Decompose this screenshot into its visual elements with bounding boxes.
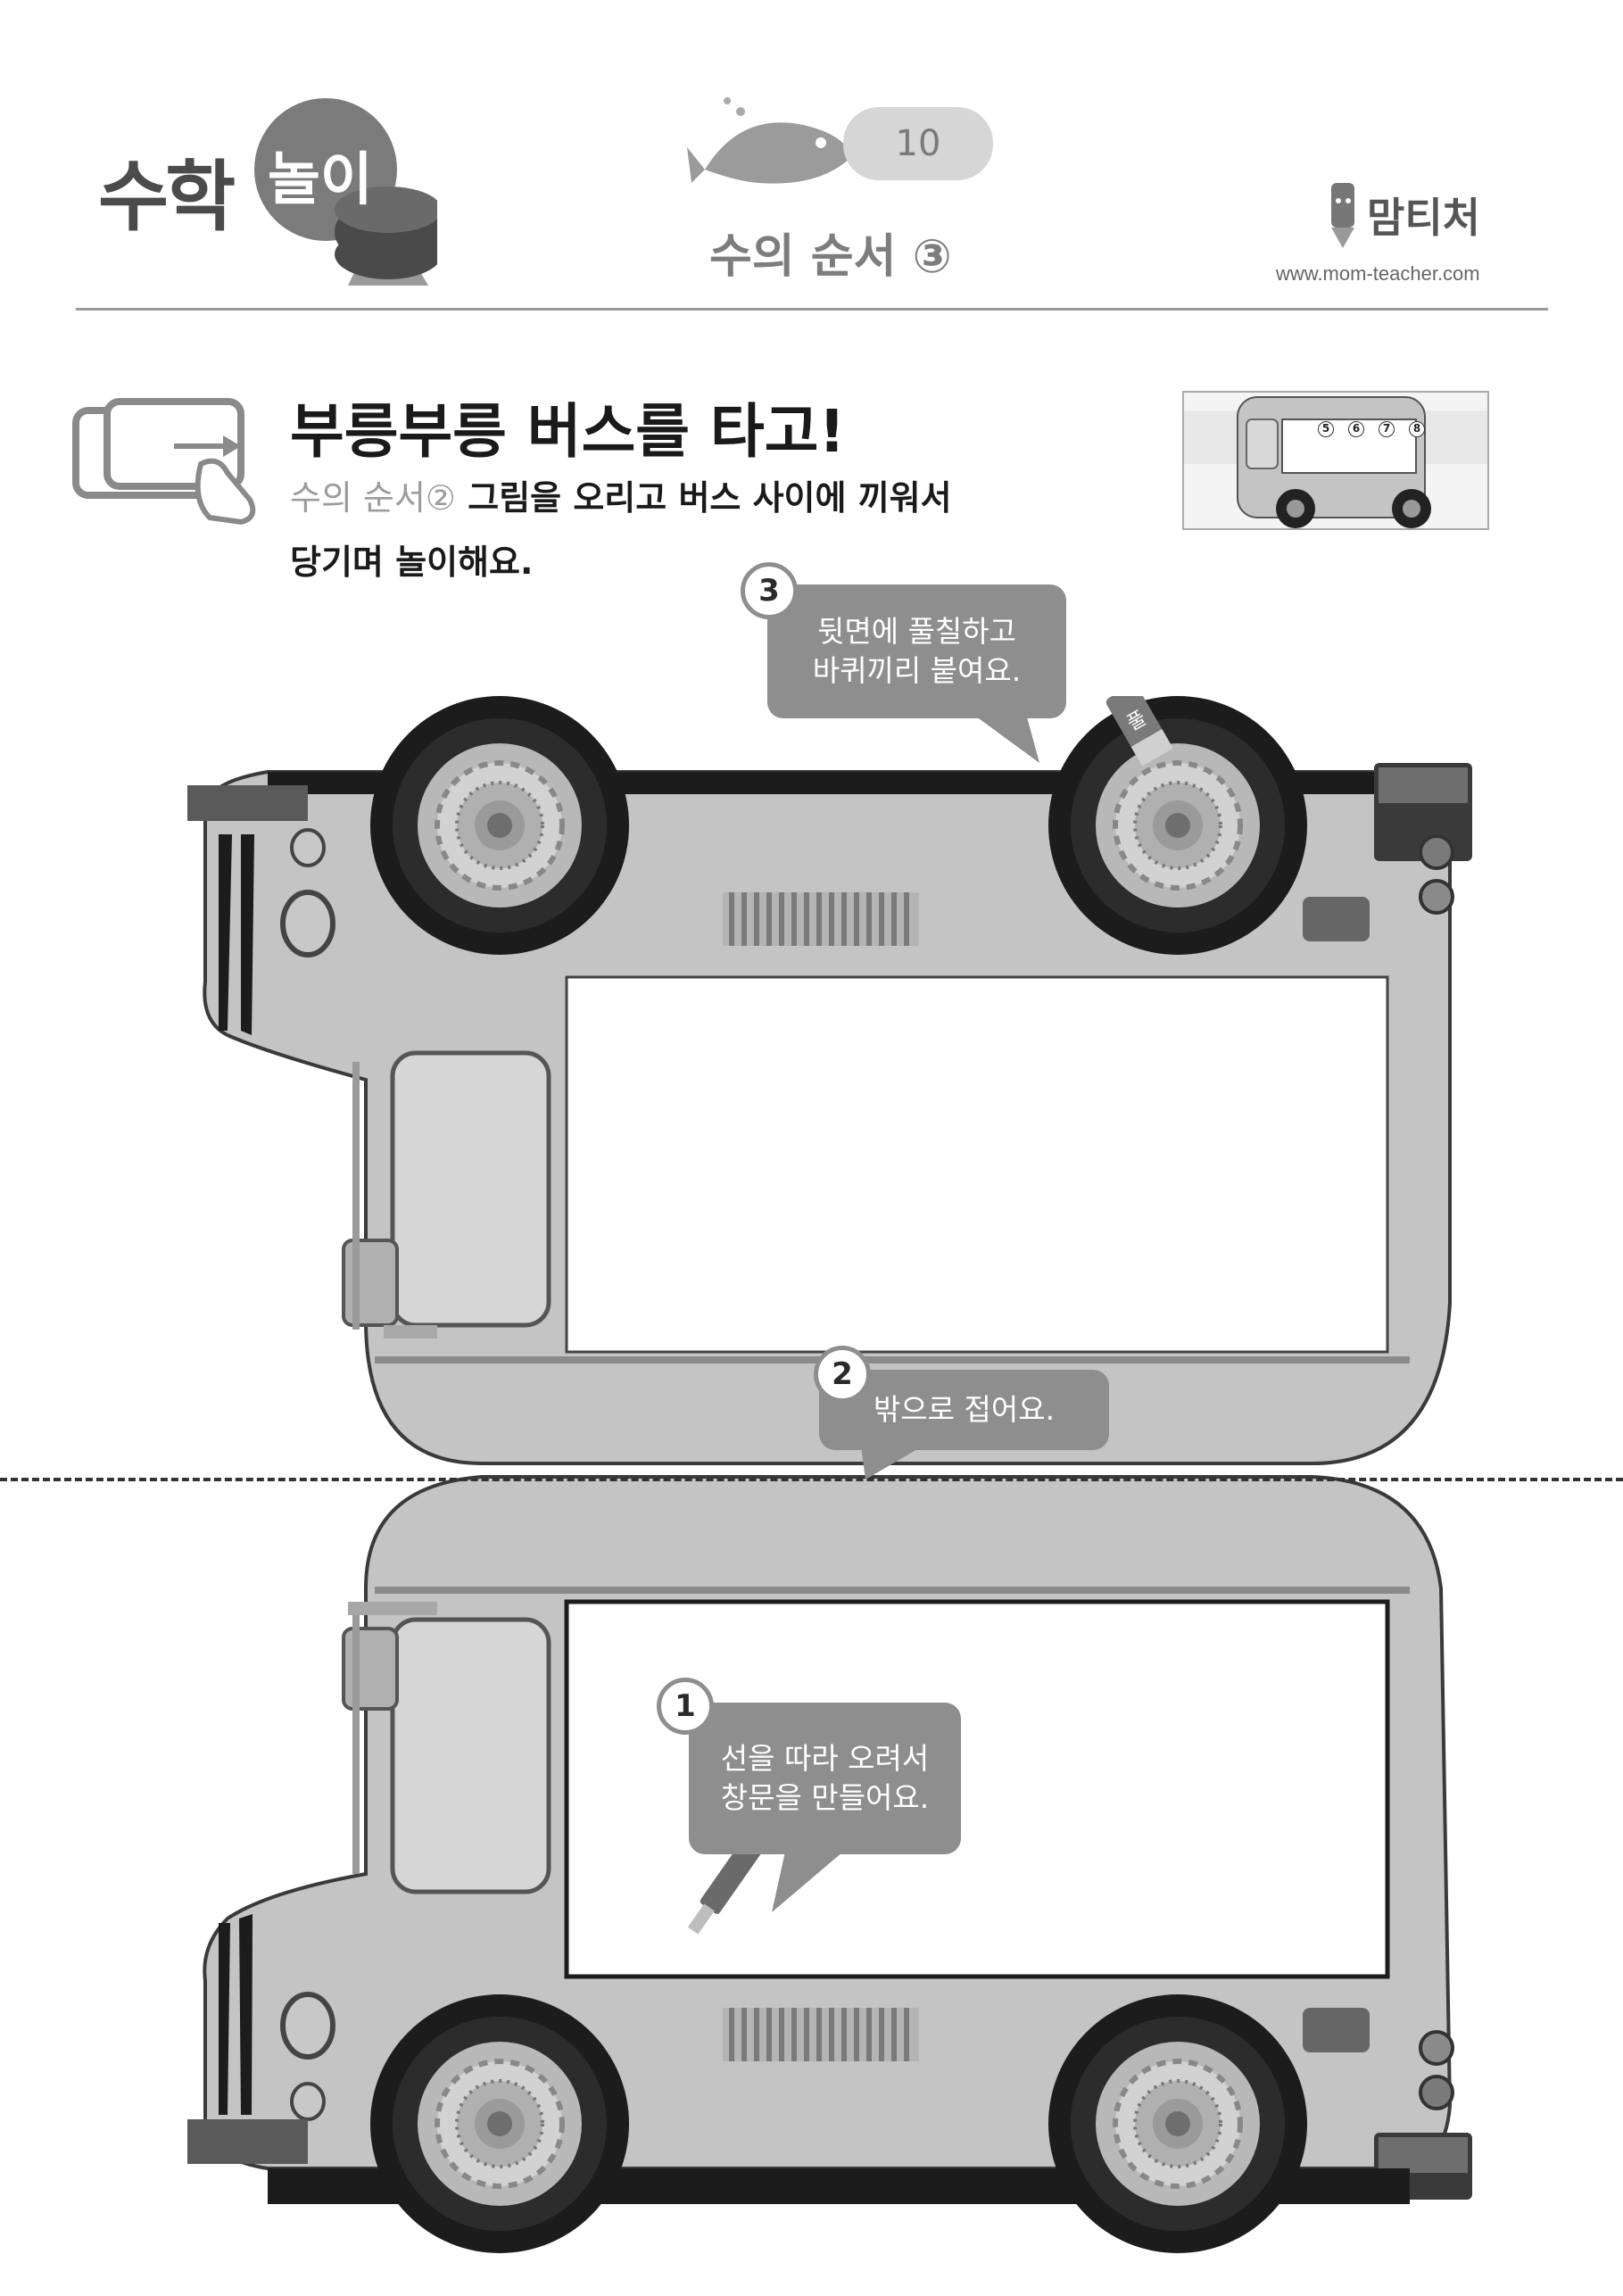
step-1-text: 선을 따라 오려서 창문을 만들어요.	[721, 1739, 930, 1818]
step-1-badge: 1	[657, 1678, 714, 1735]
step-1-pointer-icon	[772, 1852, 843, 1912]
preview-number: 6	[1348, 421, 1364, 437]
fold-line	[0, 1478, 1623, 1481]
brand-url: www.mom-teacher.com	[1276, 262, 1480, 285]
hand-pull-icon	[72, 398, 256, 526]
bus-cutout-illustration: 풀	[187, 696, 1472, 2267]
step-3-line-2: 바퀴끼리 붙여요.	[812, 653, 1022, 688]
header: 수학 놀이 10 수의 순서 ③ 맘티처 www.mom-teacher.com	[0, 0, 1623, 321]
step-2-badge: 2	[814, 1346, 871, 1403]
brand-name: 맘티처	[1367, 194, 1480, 242]
step-3-text: 뒷면에 풀칠하고 바퀴끼리 붙여요.	[813, 612, 1022, 691]
step-2-pointer-icon	[861, 1446, 923, 1480]
preview-numbers: 5 6 7 8	[1318, 421, 1425, 437]
pencil-mascot-icon	[1331, 183, 1354, 248]
instruction-text-1: 그림을 오리고 버스 사이에 끼워서	[456, 478, 952, 518]
page-number-pill: 10	[843, 107, 993, 180]
step-3-badge: 3	[741, 562, 798, 619]
fish-mascot-icon	[687, 97, 852, 184]
instruction-ref: 수의 순서②	[290, 478, 456, 518]
step-3-line-1: 뒷면에 풀칠하고	[816, 614, 1016, 649]
logo-main-text: 수학	[98, 153, 236, 242]
activity-title: 부릉부릉 버스를 타고!	[290, 397, 846, 466]
header-divider	[76, 308, 1548, 311]
instruction-line-1: 수의 순서② 그림을 오리고 버스 사이에 끼워서	[290, 466, 1093, 530]
preview-bus-icon	[1184, 396, 1487, 528]
logo-sub-text: 놀이	[268, 147, 373, 213]
step-1-line-1: 선을 따라 오려서	[720, 1741, 930, 1776]
logo-shapes-icon	[254, 98, 437, 286]
activity-instruction: 수의 순서② 그림을 오리고 버스 사이에 끼워서 당기며 놀이해요.	[290, 466, 1093, 594]
preview-number: 5	[1318, 421, 1334, 437]
step-1-callout: 선을 따라 오려서 창문을 만들어요.	[689, 1703, 961, 1854]
page-number: 10	[895, 123, 941, 164]
preview-number: 8	[1409, 421, 1425, 437]
preview-thumbnail: 5 6 7 8	[1182, 391, 1489, 530]
preview-number: 7	[1379, 421, 1395, 437]
step-1-line-2: 창문을 만들어요.	[720, 1780, 930, 1815]
step-3-callout: 뒷면에 풀칠하고 바퀴끼리 붙여요.	[767, 584, 1066, 718]
page-subtitle: 수의 순서 ③	[709, 230, 952, 284]
step-3-pointer-icon	[973, 714, 1039, 763]
instruction-line-2: 당기며 놀이해요.	[290, 543, 534, 582]
step-2-line-1: 밖으로 접어요.	[873, 1392, 1056, 1427]
